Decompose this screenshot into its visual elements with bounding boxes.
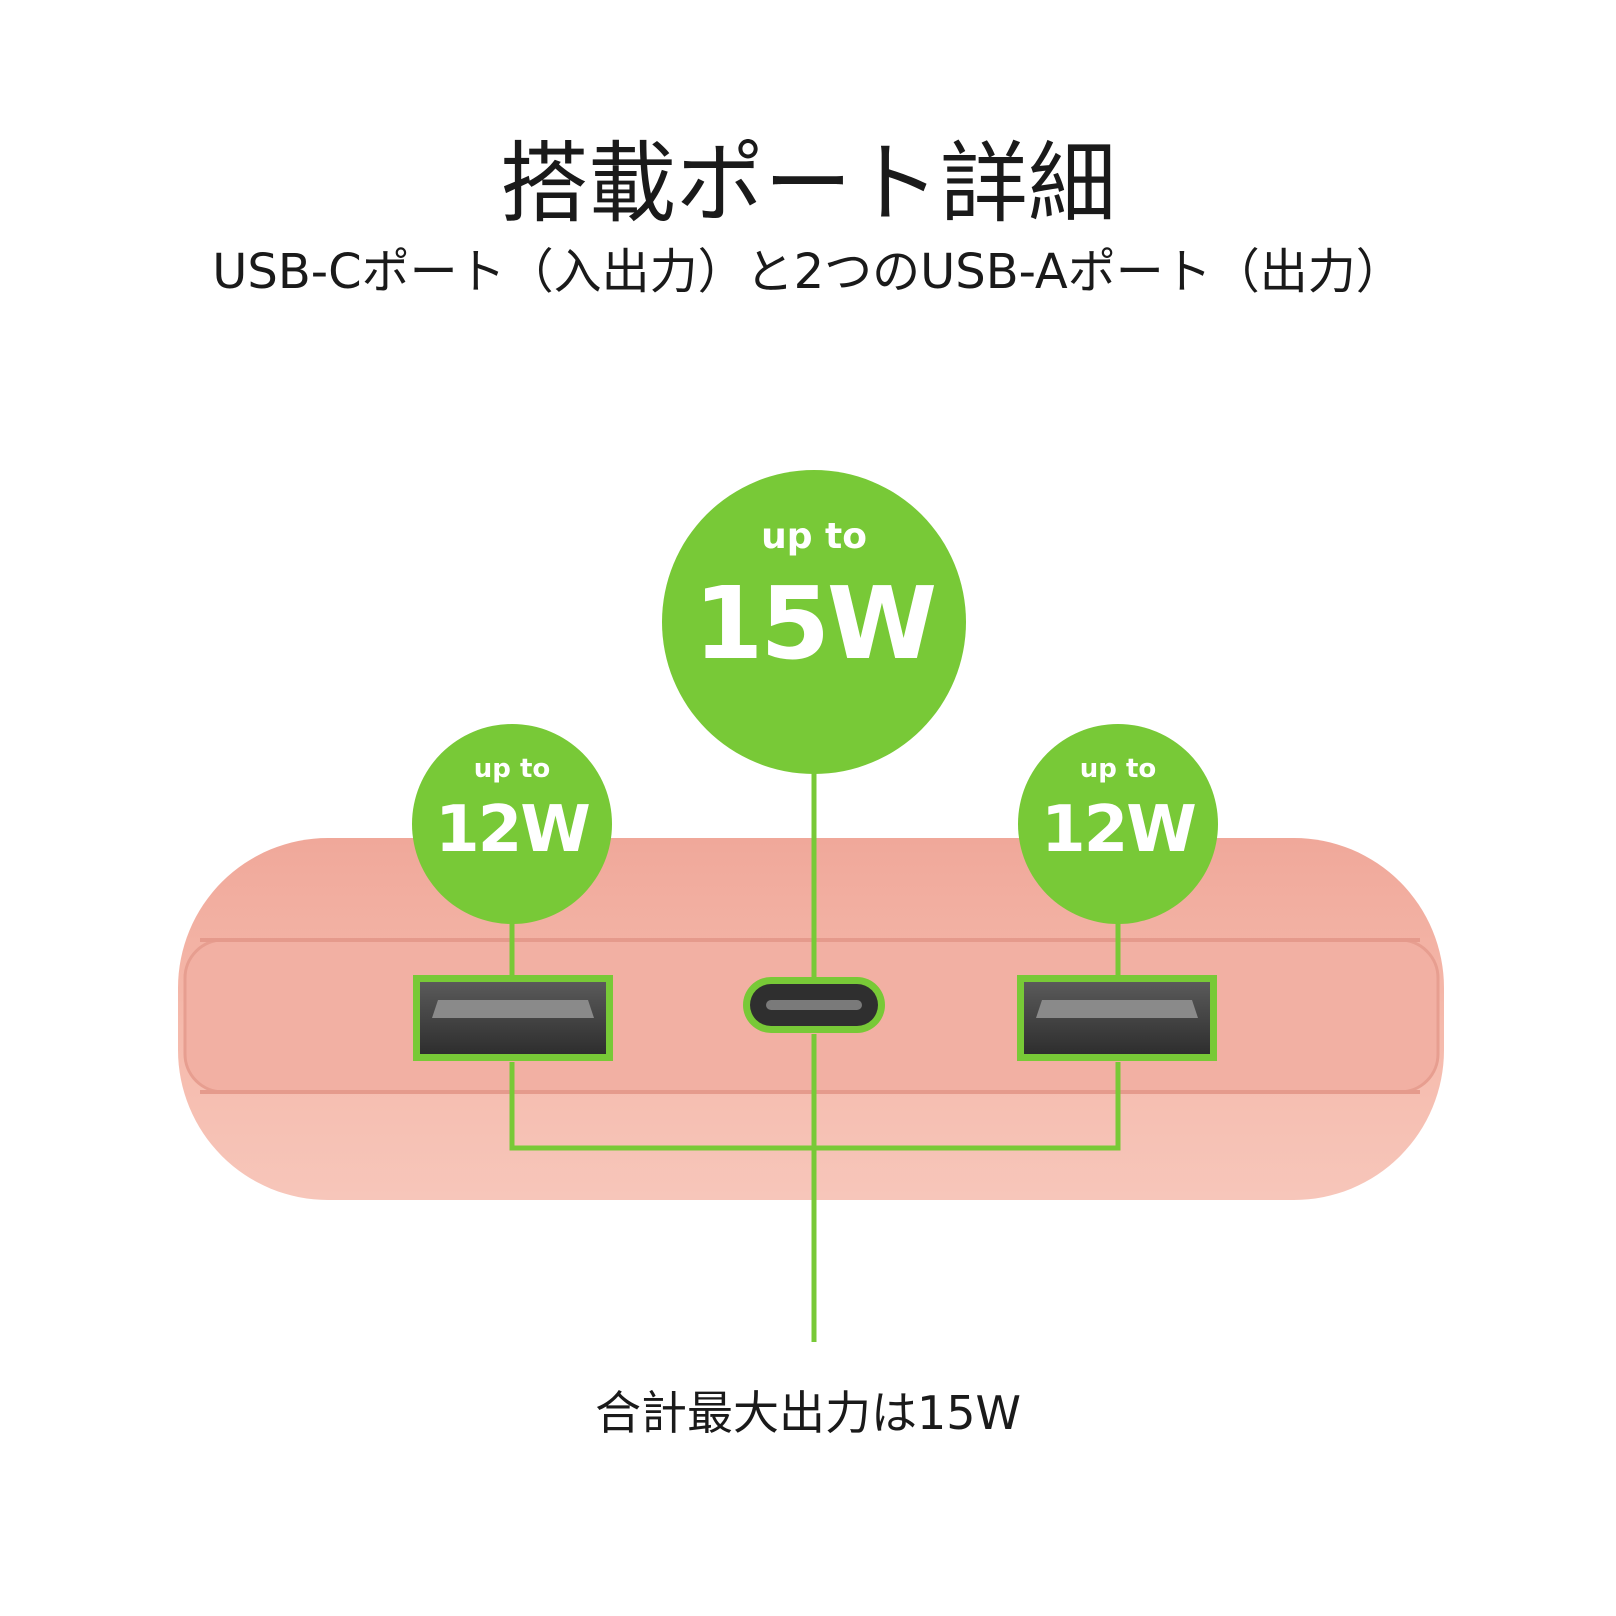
badge-right: up to 12W: [1018, 724, 1218, 924]
total-output-caption: 合計最大出力は15W: [594, 1386, 1022, 1440]
badge-center-label: up to: [761, 516, 867, 557]
connector-lines: [509, 770, 1121, 1342]
badge-left-value: 12W: [435, 793, 589, 867]
badge-center: up to 15W: [662, 470, 966, 774]
badge-right-value: 12W: [1041, 793, 1195, 867]
usb-a-port-right: [1017, 975, 1217, 1061]
badge-left: up to 12W: [412, 724, 612, 924]
page-subtitle: USB-Cポート（入出力）と2つのUSB-Aポート（出力）: [212, 244, 1404, 300]
badge-right-label: up to: [1080, 754, 1156, 784]
usb-c-port: [743, 977, 885, 1033]
page-title: 搭載ポート詳細: [499, 132, 1116, 235]
badge-center-value: 15W: [694, 565, 935, 682]
usb-a-port-left: [413, 975, 613, 1061]
badge-left-label: up to: [474, 754, 550, 784]
